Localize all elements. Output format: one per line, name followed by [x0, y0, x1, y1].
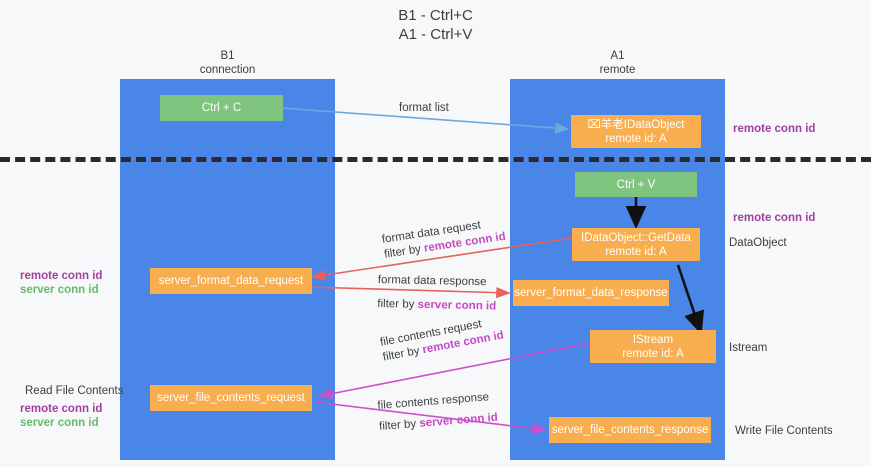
label-format-data-request: format data request filter by remote con…	[381, 215, 507, 263]
box-istream-line1: IStream	[632, 333, 674, 346]
column-header-a1-name: A1	[610, 50, 625, 62]
label-format-list-text: format list	[399, 102, 449, 114]
column-header-a1-role: remote	[599, 64, 636, 76]
box-server-format-data-response-label: server_format_data_response	[514, 287, 668, 299]
page-title-line2: A1 - Ctrl+V	[398, 26, 473, 43]
note-remote-conn-id-mid: remote conn id	[733, 212, 816, 224]
note-dataobject: DataObject	[729, 237, 787, 249]
label-format-data-response-text: format data response	[377, 273, 487, 289]
box-getdata-line1: IDataObject::GetData	[581, 231, 691, 244]
note-write-file-contents: Write File Contents	[735, 425, 833, 437]
note-left-server-conn-id-bottom: server conn id	[20, 417, 99, 429]
label-file-contents-request: file contents request filter by remote c…	[379, 314, 505, 366]
note-left-server-conn-id-mid: server conn id	[20, 284, 99, 296]
column-header-a1: A1 remote	[510, 49, 725, 77]
note-read-file-contents: Read File Contents	[25, 385, 124, 397]
box-server-file-contents-request[interactable]: server_file_contents_request	[150, 385, 312, 411]
label-file-contents-response: file contents response filter by server …	[377, 390, 498, 435]
box-server-format-data-request[interactable]: server_format_data_request	[150, 268, 312, 294]
label-format-list: format list	[399, 101, 449, 116]
box-istream-line2: remote id: A	[622, 347, 684, 360]
box-server-file-contents-request-label: server_file_contents_request	[157, 392, 305, 404]
label-format-data-response-filter: filter by server conn id	[377, 297, 496, 314]
note-left-remote-conn-id-mid: remote conn id	[20, 270, 103, 282]
note-istream: Istream	[729, 342, 768, 354]
note-left-remote-conn-id-bottom: remote conn id	[20, 403, 103, 415]
box-ctrl-v-label: Ctrl + V	[616, 178, 656, 191]
page-title-line1: B1 - Ctrl+C	[398, 7, 473, 24]
box-idataobject-line2: remote id: A	[605, 132, 667, 145]
label-format-data-response-filter-prefix: filter by	[377, 297, 418, 311]
box-ctrl-c-label: Ctrl + C	[201, 102, 242, 114]
note-remote-conn-id-top: remote conn id	[733, 123, 816, 135]
box-idataobject[interactable]: ⌧⽺⽼IDataObject remote id: A	[571, 115, 701, 148]
box-ctrl-c[interactable]: Ctrl + C	[160, 95, 283, 121]
box-server-file-contents-response-label: server_file_contents_response	[551, 424, 709, 436]
label-file-contents-response-filter: filter by server conn id	[379, 411, 499, 435]
column-header-b1: B1 connection	[120, 49, 335, 77]
box-istream[interactable]: IStream remote id: A	[590, 330, 716, 363]
box-ctrl-v[interactable]: Ctrl + V	[575, 172, 697, 197]
column-header-b1-name: B1	[220, 50, 235, 62]
label-file-contents-response-filter-prefix: filter by	[378, 417, 420, 433]
label-file-contents-response-filter-key: server conn id	[418, 411, 499, 430]
section-divider	[0, 157, 871, 162]
label-format-data-response-filter-key: server conn id	[417, 298, 497, 313]
box-server-format-data-request-label: server_format_data_request	[158, 275, 304, 287]
box-getdata-line2: remote id: A	[605, 245, 667, 258]
column-header-b1-role: connection	[199, 64, 256, 76]
box-idataobject-getdata[interactable]: IDataObject::GetData remote id: A	[572, 228, 700, 261]
box-server-format-data-response[interactable]: server_format_data_response	[513, 280, 669, 306]
page-title: B1 - Ctrl+C A1 - Ctrl+V	[0, 6, 871, 44]
label-file-contents-response-text: file contents response	[377, 391, 490, 412]
label-format-data-response: format data response filter by server co…	[377, 273, 497, 314]
box-server-file-contents-response[interactable]: server_file_contents_response	[549, 417, 711, 443]
box-idataobject-line1: ⌧⽺⽼IDataObject	[587, 118, 685, 131]
